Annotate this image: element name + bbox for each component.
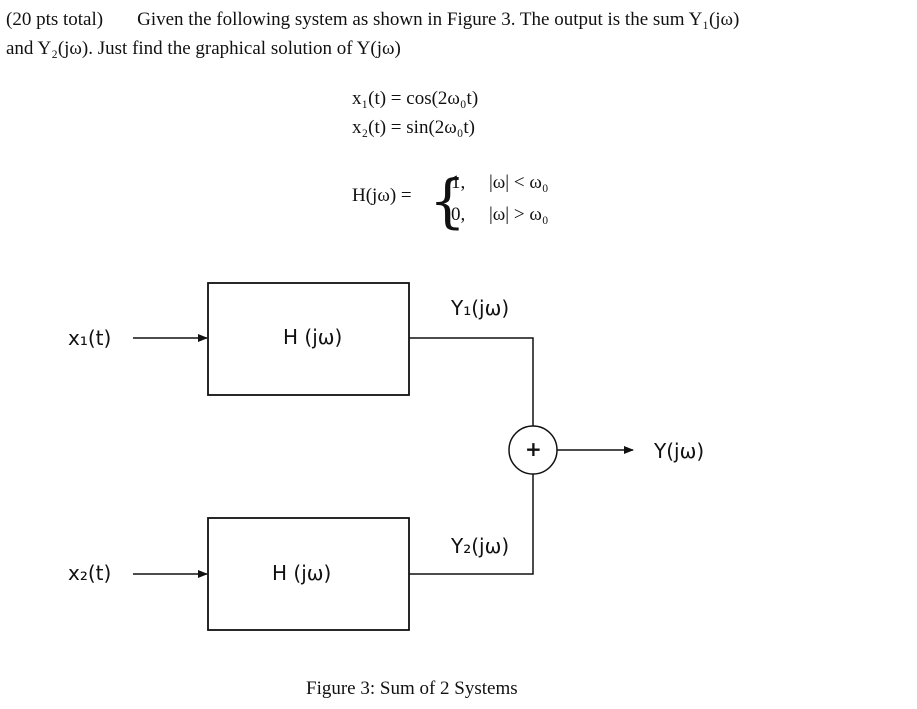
y1-label: Y₁(jω) (451, 296, 510, 320)
problem-statement-line-1: (20 pts total) Given the following system… (6, 9, 739, 31)
h-case1-condition: |ω| < ω₀ (489, 172, 549, 193)
h-case2-condition: |ω| > ω₀ (489, 204, 549, 225)
problem-text-2: and Y₂(jω). Just find the graphical solu… (6, 38, 401, 59)
figure-caption: Figure 3: Sum of 2 Systems (306, 678, 518, 699)
block1-box (207, 282, 410, 396)
h-case1-value: 1, (451, 172, 466, 193)
problem-statement-line-2: and Y₂(jω). Just find the graphical solu… (6, 38, 401, 60)
block2-label: H (jω) (272, 561, 332, 585)
points-label: (20 pts total) (6, 9, 104, 30)
equation-x2: x₂(t) = sin(2ω₀t) (352, 117, 476, 138)
output-label: Y(jω) (654, 439, 705, 463)
problem-text-1: Given the following system as shown in F… (137, 9, 740, 30)
equation-x1: x₁(t) = cos(2ω₀t) (352, 88, 479, 109)
y2-label: Y₂(jω) (451, 534, 510, 558)
y2-path (409, 474, 534, 575)
y1-path (409, 337, 534, 426)
equation-h-lhs: H(jω) = (352, 185, 412, 206)
block1-label: H (jω) (283, 325, 343, 349)
piecewise-brace: { (429, 167, 466, 235)
sum-symbol: + (525, 437, 542, 461)
input2-label: x₂(t) (68, 561, 112, 585)
h-case2-value: 0, (451, 204, 466, 225)
input1-label: x₁(t) (68, 326, 112, 350)
